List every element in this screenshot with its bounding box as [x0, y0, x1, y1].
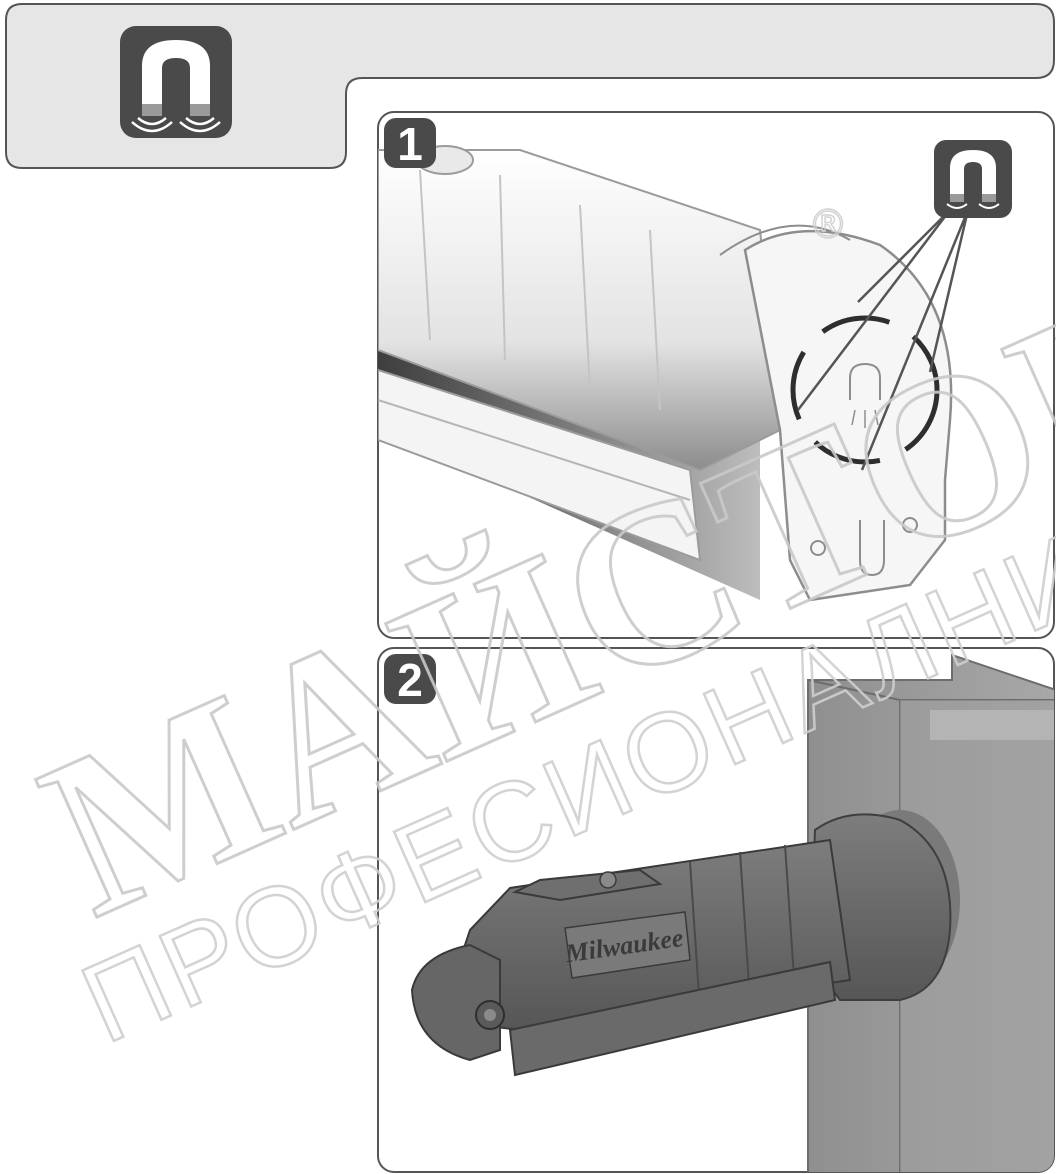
panel-1-label: 1	[397, 118, 423, 170]
panel-1: 1	[377, 111, 1055, 639]
laser-end-closeup-illustration	[378, 145, 970, 602]
magnet-icon	[120, 26, 232, 138]
panel-2-badge: 2	[384, 654, 436, 706]
panel-2: Milwaukee 2	[377, 647, 1055, 1173]
magnet-icon	[934, 140, 1012, 218]
watermark-registered: ®	[808, 202, 848, 248]
panel-1-badge: 1	[384, 118, 436, 170]
header-band	[5, 3, 1055, 169]
laser-mounted-on-steel-beam-illustration: Milwaukee	[410, 653, 1054, 1172]
panel-2-label: 2	[397, 654, 423, 706]
